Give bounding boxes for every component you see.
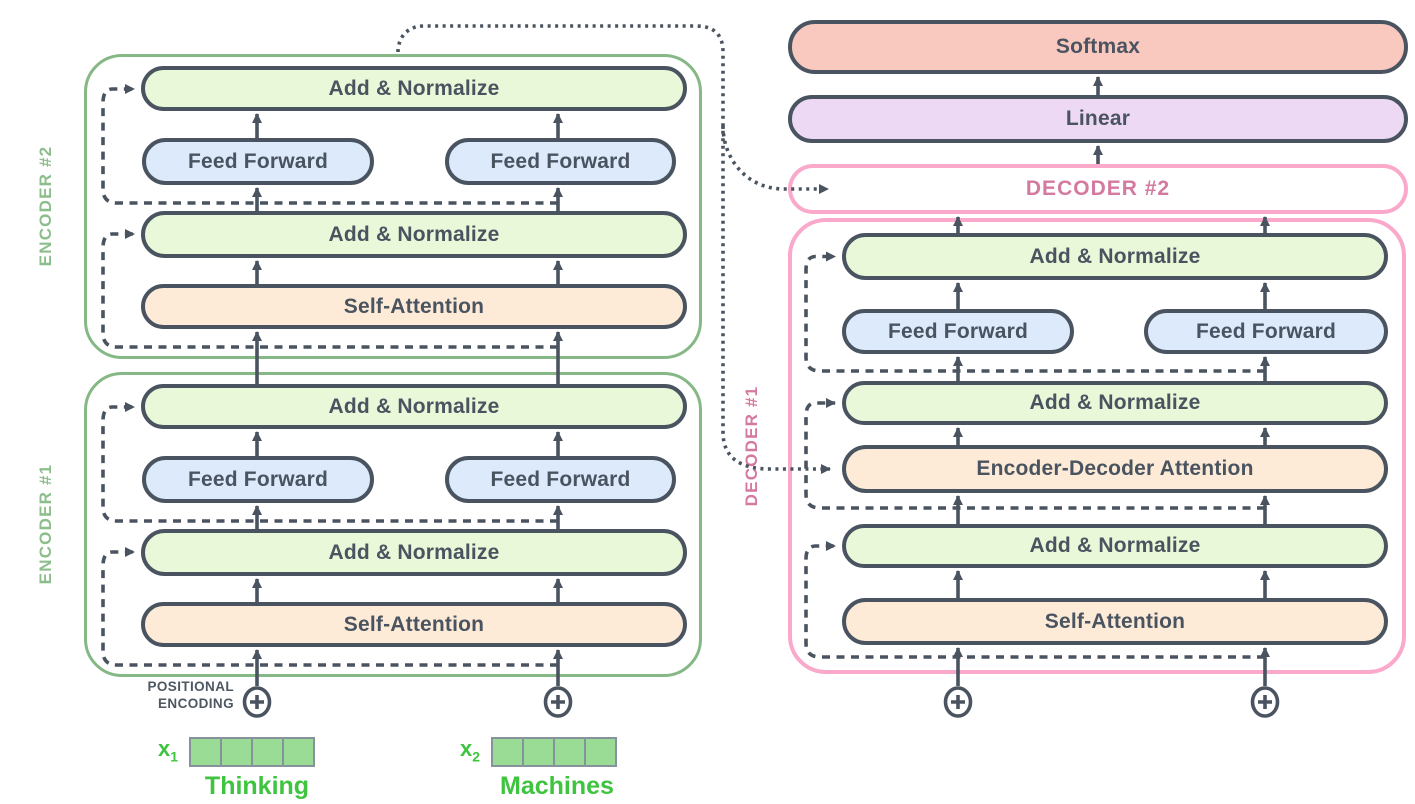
input-word-machines: Machines: [500, 772, 614, 800]
decoder-2-box: DECODER #2: [788, 164, 1408, 214]
linear-block: Linear: [788, 95, 1408, 143]
decoder1-self-attention: Self-Attention: [842, 598, 1388, 645]
softmax-block: Softmax: [788, 20, 1408, 74]
plus-circle-icons: [242, 686, 1280, 718]
embedding-cell: [251, 737, 284, 767]
plus-circle-icon: [242, 686, 272, 718]
decoder-1-label: DECODER #1: [742, 385, 761, 507]
input-word-thinking: Thinking: [204, 772, 310, 800]
encoder2-add-normalize-mid: Add & Normalize: [141, 211, 687, 258]
plus-circle-icon: [1250, 686, 1280, 718]
encoder-1-box: [84, 372, 702, 677]
encoder1-add-normalize-top: Add & Normalize: [141, 384, 687, 429]
decoder1-add-normalize-bottom: Add & Normalize: [842, 524, 1388, 568]
embedding-cell: [553, 737, 586, 767]
embedding-cell: [282, 737, 315, 767]
embedding-cell: [189, 737, 222, 767]
embedding-cell: [584, 737, 617, 767]
encoder2-add-normalize-top: Add & Normalize: [141, 66, 687, 111]
encoder1-self-attention: Self-Attention: [141, 602, 687, 647]
encoder2-feed-forward-right: Feed Forward: [445, 138, 676, 185]
encoder1-feed-forward-right: Feed Forward: [445, 456, 676, 503]
encoder-1-label: ENCODER #1: [36, 463, 55, 585]
positional-encoding-label: POSITIONAL ENCODING: [147, 679, 234, 711]
encoder2-feed-forward-left: Feed Forward: [142, 138, 374, 185]
encoder1-feed-forward-left: Feed Forward: [142, 456, 374, 503]
decoder1-feed-forward-right: Feed Forward: [1144, 309, 1388, 354]
plus-circle-icon: [943, 686, 973, 718]
encoder1-add-normalize-mid: Add & Normalize: [141, 529, 687, 576]
embedding-x1-label: x1: [158, 736, 179, 765]
plus-circle-icon: [543, 686, 573, 718]
embedding-cell: [220, 737, 253, 767]
decoder1-encoder-decoder-attention: Encoder-Decoder Attention: [842, 445, 1388, 493]
decoder1-add-normalize-mid: Add & Normalize: [842, 381, 1388, 425]
decoder1-feed-forward-left: Feed Forward: [842, 309, 1074, 354]
embedding-x2-label: x2: [460, 736, 481, 765]
encoder2-self-attention: Self-Attention: [141, 284, 687, 329]
embedding-cell: [522, 737, 555, 767]
encoder-2-label: ENCODER #2: [36, 145, 55, 267]
embedding-vector-x1: [189, 737, 315, 767]
decoder1-add-normalize-top: Add & Normalize: [842, 233, 1388, 280]
embedding-cell: [491, 737, 524, 767]
embedding-vector-x2: [491, 737, 617, 767]
